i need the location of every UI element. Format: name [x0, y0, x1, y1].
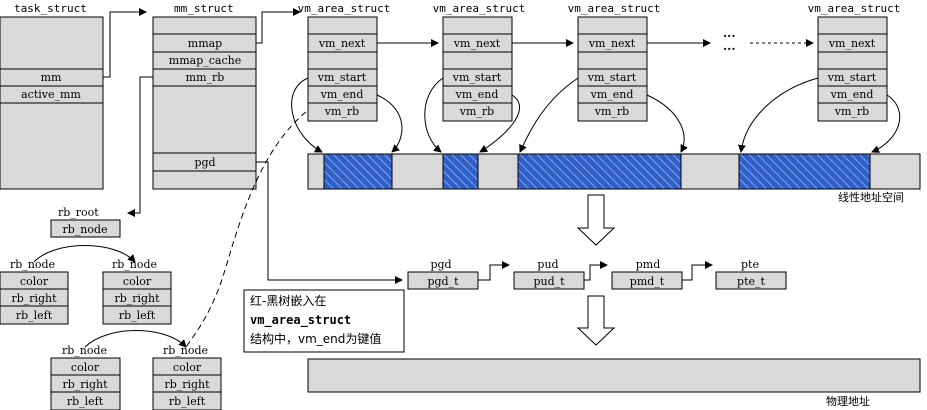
rb-node-right-left: rb_left — [119, 309, 156, 322]
task-to-mm-arrow — [103, 8, 147, 78]
mm-field-mmap: mmap — [188, 37, 222, 50]
mm-struct: mm_struct mmap mmap_cache mm_rb pgd — [152, 2, 257, 190]
page-table-pte: pte pte_t — [715, 258, 787, 290]
mm-struct-title: mm_struct — [174, 2, 234, 15]
vma-3-vm-next: vm_next — [588, 37, 636, 50]
vma-4-title: vm_area_struct — [808, 2, 901, 15]
rb-node-br-color: color — [173, 361, 202, 374]
rb-root-title: rb_root — [58, 206, 99, 219]
down-arrow-2 — [576, 295, 616, 346]
rb-node-right-title: rb_node — [112, 258, 157, 271]
mm-field-mmap-cache: mmap_cache — [169, 54, 241, 67]
mmrb-to-rbroot-arrow — [127, 76, 153, 217]
rbtree-note: 红-黑树嵌入在 vm_area_struct 结构中，vm_end为键值 — [243, 289, 405, 353]
pud-to-pmd-arrow — [584, 261, 608, 281]
vma-4-vm-end: vm_end — [830, 88, 874, 101]
vma-2-vm-end: vm_end — [455, 88, 499, 101]
vma-4: vm_area_struct vm_next vm_start vm_end v… — [808, 2, 901, 122]
vma-3: vm_area_struct vm_next vm_start vm_end v… — [568, 2, 661, 122]
vma-3-vm-rb: vm_rb — [594, 105, 629, 118]
linear-space-label: 线性地址空间 — [838, 190, 904, 204]
rb-node-left-color: color — [20, 275, 49, 288]
mm-field-pgd: pgd — [194, 156, 215, 169]
rb-node-bl-right: rb_right — [62, 378, 108, 391]
task-struct-title: task_struct — [14, 2, 87, 15]
vma-3-vm-start: vm_start — [587, 71, 637, 84]
page-table-pmd: pmd pmd_t — [611, 258, 683, 290]
page-table-pud: pud pud_t — [513, 258, 585, 290]
vma-ellipsis-bottom: ... — [723, 39, 736, 53]
pud-field: pud_t — [533, 275, 565, 288]
rb-node-right-color: color — [123, 275, 152, 288]
rb-node-br-right: rb_right — [164, 378, 210, 391]
vma-1-title: vm_area_struct — [298, 2, 391, 15]
pte-field: pte_t — [737, 275, 765, 288]
note-line-3: 结构中，vm_end为键值 — [250, 331, 381, 346]
task-struct-field-mm: mm — [41, 71, 62, 84]
vma-region-1 — [323, 153, 393, 190]
vma-2-title: vm_area_struct — [433, 2, 526, 15]
pgd-title: pgd — [430, 258, 451, 271]
note-line-1: 红-黑树嵌入在 — [250, 293, 326, 308]
vma-region-2 — [442, 153, 479, 190]
mmap-to-vma-arrow — [256, 8, 301, 44]
physical-space-label: 物理地址 — [826, 394, 870, 408]
vma-ellipsis-top: ... — [723, 26, 736, 40]
vma-1-vm-rb: vm_rb — [324, 105, 359, 118]
rb-node-left: rb_node color rb_right rb_left — [0, 258, 69, 325]
rb-node-bl-left: rb_left — [67, 395, 104, 408]
note-line-2: vm_area_struct — [250, 313, 351, 328]
rb-root: rb_root rb_node — [50, 206, 121, 238]
pmd-field: pmd_t — [630, 275, 665, 288]
rb-root-field: rb_node — [62, 223, 107, 236]
vma-region-4 — [738, 153, 871, 190]
vma-4-vm-start: vm_start — [827, 71, 877, 84]
rb-node-right-right: rb_right — [114, 292, 160, 305]
rb-node-bottom-left: rb_node color rb_right rb_left — [50, 344, 121, 410]
vma-4-vm-rb: vm_rb — [834, 105, 869, 118]
pgd-field: pgd_t — [427, 275, 459, 288]
rb-node-left-left: rb_left — [16, 309, 53, 322]
pmd-title: pmd — [636, 258, 661, 271]
task-struct-field-active-mm: active_mm — [21, 88, 81, 101]
pmd-to-pte-arrow — [682, 261, 713, 281]
rb-node-br-left: rb_left — [169, 395, 206, 408]
rb-node-right: rb_node color rb_right rb_left — [102, 258, 172, 325]
vma-3-title: vm_area_struct — [568, 2, 661, 15]
vma-3-vm-end: vm_end — [590, 88, 634, 101]
rb-node-bl-color: color — [71, 361, 100, 374]
linear-address-space: 线性地址空间 — [307, 153, 921, 204]
physical-address-space: 物理地址 — [307, 358, 921, 408]
vma-1-vm-next: vm_next — [318, 37, 366, 50]
vmrb-to-tree-dashed — [185, 111, 307, 348]
rb-link-lower — [84, 330, 187, 348]
region-mapping-arrows — [291, 77, 901, 153]
pgd-to-pagetable-arrow — [256, 161, 403, 284]
vma-2: vm_area_struct vm_next vm_start vm_end v… — [433, 2, 526, 122]
vma-1-vm-start: vm_start — [317, 71, 367, 84]
page-table-pgd: pgd pgd_t — [407, 258, 479, 290]
vma-2-vm-rb: vm_rb — [459, 105, 494, 118]
down-arrow-1 — [576, 194, 616, 246]
rb-node-left-right: rb_right — [11, 292, 57, 305]
rb-node-br-title: rb_node — [163, 344, 208, 357]
task-struct: task_struct mm active_mm — [0, 2, 104, 190]
vma-2-vm-start: vm_start — [452, 71, 502, 84]
rb-node-left-title: rb_node — [10, 258, 55, 271]
vma-1: vm_area_struct vm_next vm_start vm_end v… — [298, 2, 391, 122]
vma-region-3 — [517, 153, 682, 190]
vma-2-vm-next: vm_next — [453, 37, 501, 50]
rb-node-bottom-right: rb_node color rb_right rb_left — [152, 344, 222, 410]
pte-title: pte — [741, 258, 759, 271]
pgd-to-pud-arrow — [478, 261, 510, 281]
vma-1-vm-end: vm_end — [320, 88, 364, 101]
mm-field-mm-rb: mm_rb — [186, 71, 225, 84]
rb-node-bl-title: rb_node — [62, 344, 107, 357]
vma-4-vm-next: vm_next — [828, 37, 876, 50]
pud-title: pud — [537, 258, 558, 271]
rb-link-upper — [33, 245, 136, 263]
